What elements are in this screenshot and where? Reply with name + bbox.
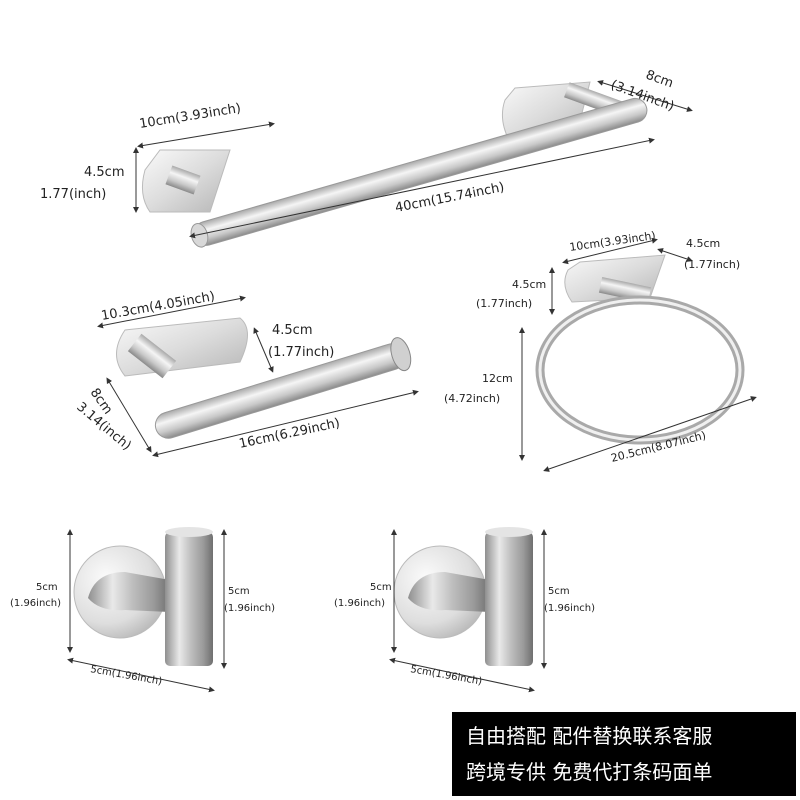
towel-bar-depth-cm: 8cm <box>644 68 676 92</box>
dim-line <box>543 396 757 472</box>
hook-left-arm <box>88 572 170 612</box>
hook-right-width: 5cm(1.96inch) <box>409 664 483 687</box>
dim-line <box>253 327 274 373</box>
hook-left-plate-in: (1.96inch) <box>10 598 61 609</box>
towel-ring: 10cm(3.93inch) 4.5cm (1.77inch) 4.5cm (1… <box>444 229 757 472</box>
hook-right-arm <box>408 572 490 612</box>
hook-right-post-top <box>485 527 533 537</box>
towel-bar-height-in: 1.77(inch) <box>40 187 106 202</box>
hook-left-hook-in: (1.96inch) <box>224 603 275 614</box>
towel-ring-width: 20.5cm(8.07inch) <box>610 429 708 465</box>
dim-line <box>657 248 693 262</box>
hook-right-hook-cm: 5cm <box>548 586 570 597</box>
towel-ring-offset-cm: 4.5cm <box>686 237 720 250</box>
paper-holder-height-cm: 4.5cm <box>272 323 313 338</box>
paper-holder-length: 16cm(6.29inch) <box>238 416 342 452</box>
hook-right-post <box>485 532 533 666</box>
hook-left-plate-cm: 5cm <box>36 582 58 593</box>
paper-holder-plate-width: 10.3cm(4.05inch) <box>100 289 216 324</box>
towel-bar: 10cm(3.93inch) 4.5cm 1.77(inch) 40cm(15.… <box>40 68 693 248</box>
dim-line <box>67 657 215 693</box>
hook-right-hook-in: (1.96inch) <box>544 603 595 614</box>
towel-ring-plate-height-in: (1.77inch) <box>476 297 532 310</box>
towel-ring-loop-highlight <box>538 298 742 442</box>
dim-line <box>106 377 152 453</box>
dim-line <box>97 295 246 329</box>
dim-line <box>597 80 693 112</box>
hook-left: 5cm (1.96inch) 5cm (1.96inch) 5cm(1.96in… <box>10 527 275 693</box>
hook-right-plate-cm: 5cm <box>370 582 392 593</box>
towel-bar-height-cm: 4.5cm <box>84 165 125 180</box>
towel-ring-height-cm: 12cm <box>482 372 513 385</box>
dim-line <box>189 137 655 239</box>
hook-right: 5cm (1.96inch) 5cm (1.96inch) 5cm(1.96in… <box>334 527 595 693</box>
hook-left-width: 5cm(1.96inch) <box>89 664 163 687</box>
paper-holder-height-in: (1.77inch) <box>268 345 334 360</box>
dim-line <box>137 121 275 149</box>
dim-line <box>152 389 419 458</box>
hook-left-post <box>165 532 213 666</box>
paper-holder-post <box>127 333 177 379</box>
hook-left-post-top <box>165 527 213 537</box>
towel-ring-offset-in: (1.77inch) <box>684 258 740 271</box>
towel-ring-height-in: (4.72inch) <box>444 392 500 405</box>
dim-line <box>389 657 535 693</box>
towel-bar-rod <box>193 97 648 246</box>
hook-right-plate-in: (1.96inch) <box>334 598 385 609</box>
towel-ring-plate-height-cm: 4.5cm <box>512 278 546 291</box>
promo-banner-line-1: 自由搭配 配件替换联系客服 <box>466 724 713 748</box>
promo-banner: 自由搭配 配件替换联系客服 跨境专供 免费代打条码面单 <box>452 712 796 796</box>
promo-banner-line-2: 跨境专供 免费代打条码面单 <box>466 760 713 784</box>
towel-bar-plate-width: 10cm(3.93inch) <box>138 101 242 132</box>
paper-holder: 10.3cm(4.05inch) 4.5cm (1.77inch) 8cm 3.… <box>73 289 419 458</box>
dim-line <box>562 237 658 265</box>
paper-holder-rod-cap <box>390 337 412 372</box>
hook-left-hook-cm: 5cm <box>228 586 250 597</box>
